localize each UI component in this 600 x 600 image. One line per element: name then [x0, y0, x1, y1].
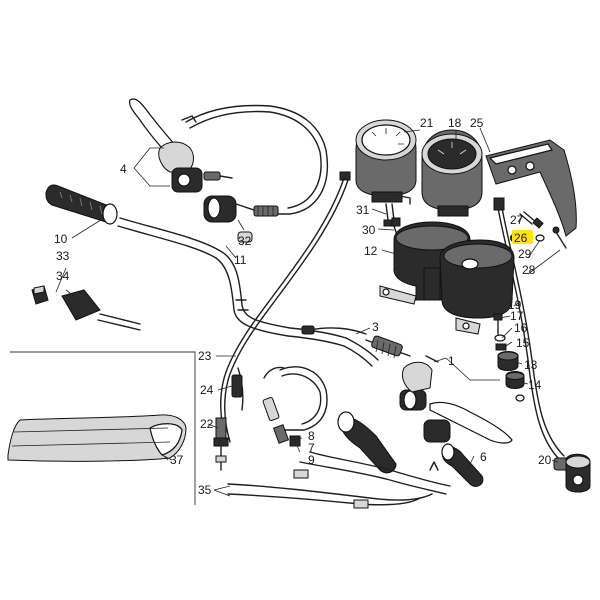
callout-15: 15 [516, 336, 530, 350]
speedometer-21-part [355, 119, 417, 205]
tachometer-18-part [421, 129, 483, 217]
callout-14: 14 [528, 378, 542, 392]
callout-labels: 1 3 4 6 7 8 9 10 11 12 13 14 15 16 17 18… [54, 116, 552, 497]
callout-12: 12 [364, 244, 378, 258]
drive-20-part [553, 453, 591, 493]
callout-29: 29 [518, 247, 532, 261]
terminal-8-part [262, 397, 301, 447]
callout-31: 31 [356, 203, 370, 217]
callout-25: 25 [470, 116, 484, 130]
callout-26: 26 [514, 231, 528, 245]
cable-24-part [231, 367, 244, 411]
callout-7: 7 [308, 441, 315, 455]
inset-frame [10, 351, 196, 505]
callout-19: 19 [508, 298, 522, 312]
cable-3-part [301, 325, 411, 359]
callout-4: 4 [120, 162, 127, 176]
callout-10: 10 [54, 232, 68, 246]
callout-13: 13 [524, 358, 538, 372]
right-lever-part [399, 355, 513, 487]
callout-16: 16 [514, 321, 528, 335]
nut-15-part [495, 343, 507, 351]
callout-8: 8 [308, 429, 315, 443]
bracket-25-part [485, 139, 577, 237]
cable-35-part [227, 469, 433, 509]
callout-6: 6 [480, 450, 487, 464]
callout-9: 9 [308, 453, 315, 467]
bolt-28-part [552, 226, 567, 249]
callout-11: 11 [234, 253, 247, 267]
grommet-14-part [505, 371, 525, 402]
cable-loop-top [181, 104, 328, 243]
callout-37: 37 [170, 453, 184, 467]
callout-26-highlight [512, 230, 533, 244]
callout-24: 24 [200, 383, 214, 397]
callout-17: 17 [510, 309, 524, 323]
callout-35: 35 [198, 483, 212, 497]
left-lever-part [129, 98, 261, 223]
callout-33: 33 [56, 249, 70, 263]
callout-30: 30 [362, 223, 376, 237]
left-grip-part [45, 184, 118, 225]
screw-27-part [519, 211, 544, 229]
stud-17-part [493, 313, 503, 335]
cable-23-part [220, 171, 351, 443]
callout-28: 28 [522, 263, 536, 277]
callout-22: 22 [200, 417, 214, 431]
callout-23: 23 [198, 349, 212, 363]
callout-18: 18 [448, 116, 462, 130]
mid-cable-loop [263, 366, 328, 431]
callout-21: 21 [420, 116, 434, 130]
callout-27: 27 [510, 213, 524, 227]
adjuster-22-part [213, 417, 229, 471]
washer-16-part [494, 334, 506, 342]
switch-34-part [61, 289, 141, 331]
callout-32: 32 [238, 234, 252, 248]
callout-3: 3 [372, 320, 379, 334]
callout-34: 34 [56, 269, 70, 283]
instrument-housing-12-part [379, 221, 515, 335]
callout-1: 1 [448, 354, 455, 368]
grommet-13-part [497, 351, 519, 371]
switch-33-part [31, 285, 49, 305]
callout-20: 20 [538, 453, 552, 467]
washer-29-part [535, 234, 545, 242]
seat-cover-part [7, 414, 187, 462]
right-grip-part [299, 411, 451, 495]
